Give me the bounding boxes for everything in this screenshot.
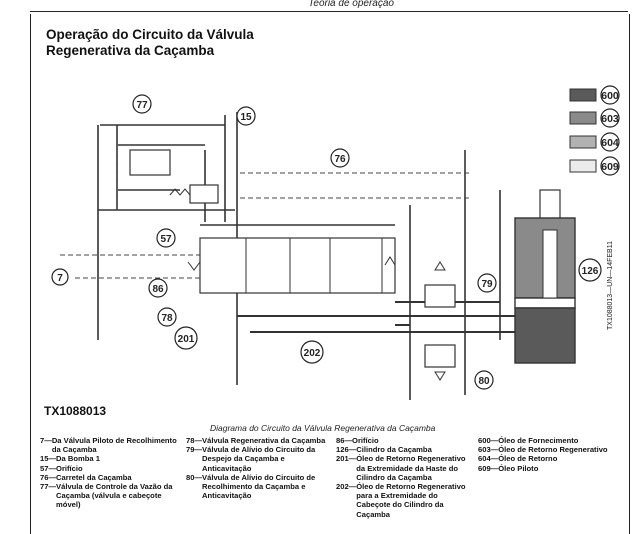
return-lines xyxy=(237,301,520,333)
svg-text:202: 202 xyxy=(304,348,321,359)
legend-item: 126—Cilindro da Caçamba xyxy=(336,445,432,455)
color-legend-600: 600 xyxy=(569,85,620,105)
svg-text:126: 126 xyxy=(582,266,599,277)
bucket-cylinder xyxy=(514,189,576,364)
legend-column-4: 600—Óleo de Fornecimento 603—Óleo de Ret… xyxy=(478,436,608,473)
svg-text:7: 7 xyxy=(57,273,63,284)
legend-item: 57—Orifício xyxy=(40,463,83,473)
relief-valves xyxy=(424,261,456,381)
callout-7: 7 xyxy=(51,268,69,286)
callouts: 77 15 76 57 7 86 78 201 202 79 80 126 xyxy=(51,94,602,390)
callout-86: 86 xyxy=(148,278,168,298)
svg-text:201: 201 xyxy=(178,334,195,345)
legend-item: 77—Válvula de Controle da Vazão da Caçam… xyxy=(40,482,173,510)
legend-item: 201—Óleo de Retorno Regenerativo da Extr… xyxy=(336,454,466,482)
header-section: Teoria de operação xyxy=(308,0,394,9)
legend-item: 86—Orifício xyxy=(336,436,379,445)
svg-text:600: 600 xyxy=(601,90,619,102)
svg-text:79: 79 xyxy=(481,279,493,290)
svg-text:77: 77 xyxy=(136,100,148,111)
svg-text:76: 76 xyxy=(334,154,346,165)
svg-text:609: 609 xyxy=(601,161,619,173)
page-frame xyxy=(30,14,630,534)
legend-item: 202—Óleo de Retorno Regenerativo para a … xyxy=(336,482,466,519)
figure-side-id: TX1088013—UN—14FEB11 xyxy=(607,241,614,330)
legend-column-2: 78—Válvula Regenerativa da Caçamba 79—Vá… xyxy=(186,436,334,500)
legend-item: 76—Carretel da Caçamba xyxy=(40,472,132,482)
svg-text:78: 78 xyxy=(161,313,173,324)
callout-126: 126 xyxy=(578,258,602,282)
legend-item: 604—Óleo de Retorno xyxy=(478,454,558,464)
callout-57: 57 xyxy=(156,228,176,248)
svg-text:86: 86 xyxy=(152,284,164,295)
bucket-flow-control-valve xyxy=(129,149,219,204)
color-legend: 600 603 604 609 xyxy=(569,85,620,176)
legend-item: 78—Válvula Regenerativa da Caçamba xyxy=(186,436,326,445)
callout-201: 201 xyxy=(174,326,198,350)
svg-text:15: 15 xyxy=(240,112,252,123)
legend-item: 15—Da Bomba 1 xyxy=(40,454,100,464)
svg-text:80: 80 xyxy=(478,376,490,387)
color-legend-604: 604 xyxy=(569,132,620,152)
page-title: Operação do Circuito da Válvula Regenera… xyxy=(46,27,254,59)
legend-item: 79—Válvula de Alívio do Circuito da Desp… xyxy=(186,445,316,473)
legend-item: 7—Da Válvula Piloto de Recolhimento da C… xyxy=(40,436,177,455)
color-legend-609: 609 xyxy=(569,156,620,176)
legend-column-1: 7—Da Válvula Piloto de Recolhimento da C… xyxy=(40,436,180,510)
callout-77: 77 xyxy=(132,94,152,114)
title-line-2: Regenerativa da Caçamba xyxy=(46,43,215,58)
callout-15: 15 xyxy=(236,106,256,126)
legend-item: 603—Óleo de Retorno Regenerativo xyxy=(478,445,608,455)
svg-text:603: 603 xyxy=(601,113,619,125)
header-rule xyxy=(30,11,628,12)
pilot-lines xyxy=(60,150,470,279)
figure-caption: Diagrama do Circuito da Válvula Regenera… xyxy=(210,423,436,433)
callout-80: 80 xyxy=(474,370,494,390)
title-line-1: Operação do Circuito da Válvula xyxy=(46,27,254,42)
callout-76: 76 xyxy=(330,148,350,168)
callout-79: 79 xyxy=(477,273,497,293)
callout-78: 78 xyxy=(157,307,177,327)
legend-item: 609—Óleo Piloto xyxy=(478,463,539,473)
color-legend-603: 603 xyxy=(569,108,620,128)
svg-text:57: 57 xyxy=(160,234,172,245)
svg-text:604: 604 xyxy=(601,137,619,149)
page-header: Teoria de operação xyxy=(0,0,640,14)
legend-item: 80—Válvula de Alívio do Circuito de Reco… xyxy=(186,472,316,501)
bucket-spool xyxy=(187,224,396,294)
legend-column-3: 86—Orifício 126—Cilindro da Caçamba 201—… xyxy=(336,436,468,519)
callout-202: 202 xyxy=(300,340,324,364)
legend-item: 600—Óleo de Fornecimento xyxy=(478,436,579,445)
figure-id: TX1088013 xyxy=(44,404,107,418)
